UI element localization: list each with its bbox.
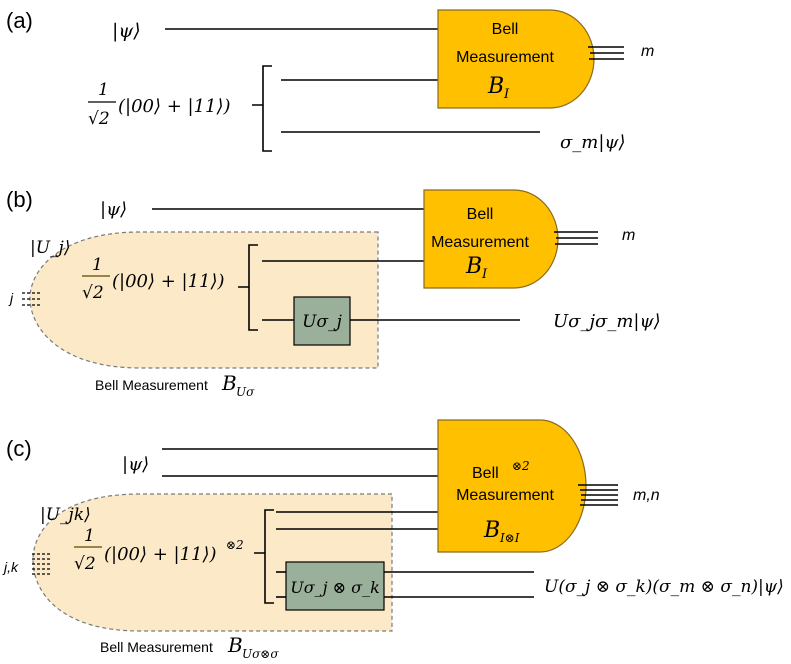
panel-b-uj: |U_j⟩ (30, 238, 70, 258)
panel-c-caption-sym: B (227, 633, 243, 657)
panel-c-output-state: U(σ_j ⊗ σ_k)(σ_m ⊗ σ_n)|ψ⟩ (544, 577, 784, 597)
panel-a-pair-state: (|00⟩ + |11⟩) (118, 96, 231, 117)
panel-b-label: (b) (6, 187, 33, 212)
panel-c-jk: j,k (2, 559, 19, 575)
panel-c-unitary-label: Uσ_j ⊗ σ_k (290, 578, 380, 597)
panel-b-caption-sub: Uσ (236, 385, 255, 399)
panel-b-ellipse (29, 231, 379, 369)
panel-b-gate-line2: Measurement (431, 234, 529, 251)
panel-c-out-label: m,n (633, 487, 660, 504)
panel-b-gate-sym: B (465, 254, 482, 279)
panel-c-gate-line2: Measurement (456, 487, 554, 504)
panel-c-ujk: |U_jk⟩ (40, 505, 91, 525)
panel-a-gate-sym: B (487, 74, 504, 99)
panel-a-psi: |ψ⟩ (112, 20, 141, 42)
panel-b-j: j (8, 290, 14, 306)
panel-c-psi: |ψ⟩ (122, 454, 149, 475)
panel-c-gate-line1: Bell (472, 465, 499, 482)
panel-a-bracket (252, 65, 272, 152)
panel-c-frac-num: 1 (84, 526, 95, 546)
panel-a-bell-gate (437, 9, 595, 109)
panel-b-caption-sym: B (221, 371, 237, 395)
panel-a: (a) |ψ⟩ 1 √2 (|00⟩ + |11⟩) Bell Measurem… (6, 8, 654, 153)
panel-b: (b) |ψ⟩ |U_j⟩ j 1 √2 (|00⟩ + |11⟩) Uσ_j … (6, 187, 661, 399)
panel-c-gate-sub: I⊗I (499, 531, 520, 545)
panel-c-pair-state: (|00⟩ + |11⟩) (104, 544, 217, 565)
panel-c-gate-exp: ⊗2 (512, 459, 530, 473)
panel-b-pair-state: (|00⟩ + |11⟩) (112, 271, 225, 292)
panel-c-bracket (254, 509, 274, 604)
panel-a-gate-line1: Bell (492, 21, 519, 38)
panel-b-bracket (238, 244, 258, 331)
panel-b-gate-sub: I (481, 267, 488, 282)
panel-c-caption-sub: Uσ⊗σ (242, 647, 279, 661)
panel-b-frac-num: 1 (92, 255, 103, 275)
panel-b-gate-line1: Bell (467, 206, 494, 223)
panel-a-label: (a) (6, 8, 33, 33)
panel-c-gate-sym: B (483, 518, 500, 543)
panel-c-frac-den: √2 (74, 554, 96, 574)
panel-b-psi: |ψ⟩ (100, 199, 127, 220)
panel-b-j-input (22, 292, 40, 306)
panel-a-gate-sub: I (503, 87, 510, 102)
panel-c-caption-text: Bell Measurement (100, 639, 213, 655)
panel-c-unitary-gate (285, 561, 385, 611)
panel-b-output-state: Uσ_jσ_m|ψ⟩ (553, 311, 661, 332)
panel-a-frac-num: 1 (98, 80, 109, 100)
panel-c: (c) |ψ⟩ |U_jk⟩ j,k 1 √2 (|00⟩ + |11⟩) ⊗2… (2, 419, 784, 661)
panel-c-jk-input (32, 553, 52, 575)
panel-b-unitary-gate (293, 296, 351, 346)
panel-a-frac-den: √2 (88, 109, 110, 129)
panel-c-label: (c) (6, 436, 32, 461)
panel-a-out-label: m (641, 43, 654, 60)
panel-b-bell-gate (423, 189, 559, 289)
panel-b-frac-den: √2 (82, 283, 104, 303)
panel-b-out-label: m (622, 227, 635, 244)
panel-b-caption-text: Bell Measurement (95, 377, 208, 393)
panel-a-gate-line2: Measurement (456, 49, 554, 66)
panel-c-pair-exp: ⊗2 (226, 538, 244, 552)
panel-a-output-state: σ_m|ψ⟩ (560, 132, 626, 153)
panel-b-unitary-label: Uσ_j (302, 312, 342, 332)
